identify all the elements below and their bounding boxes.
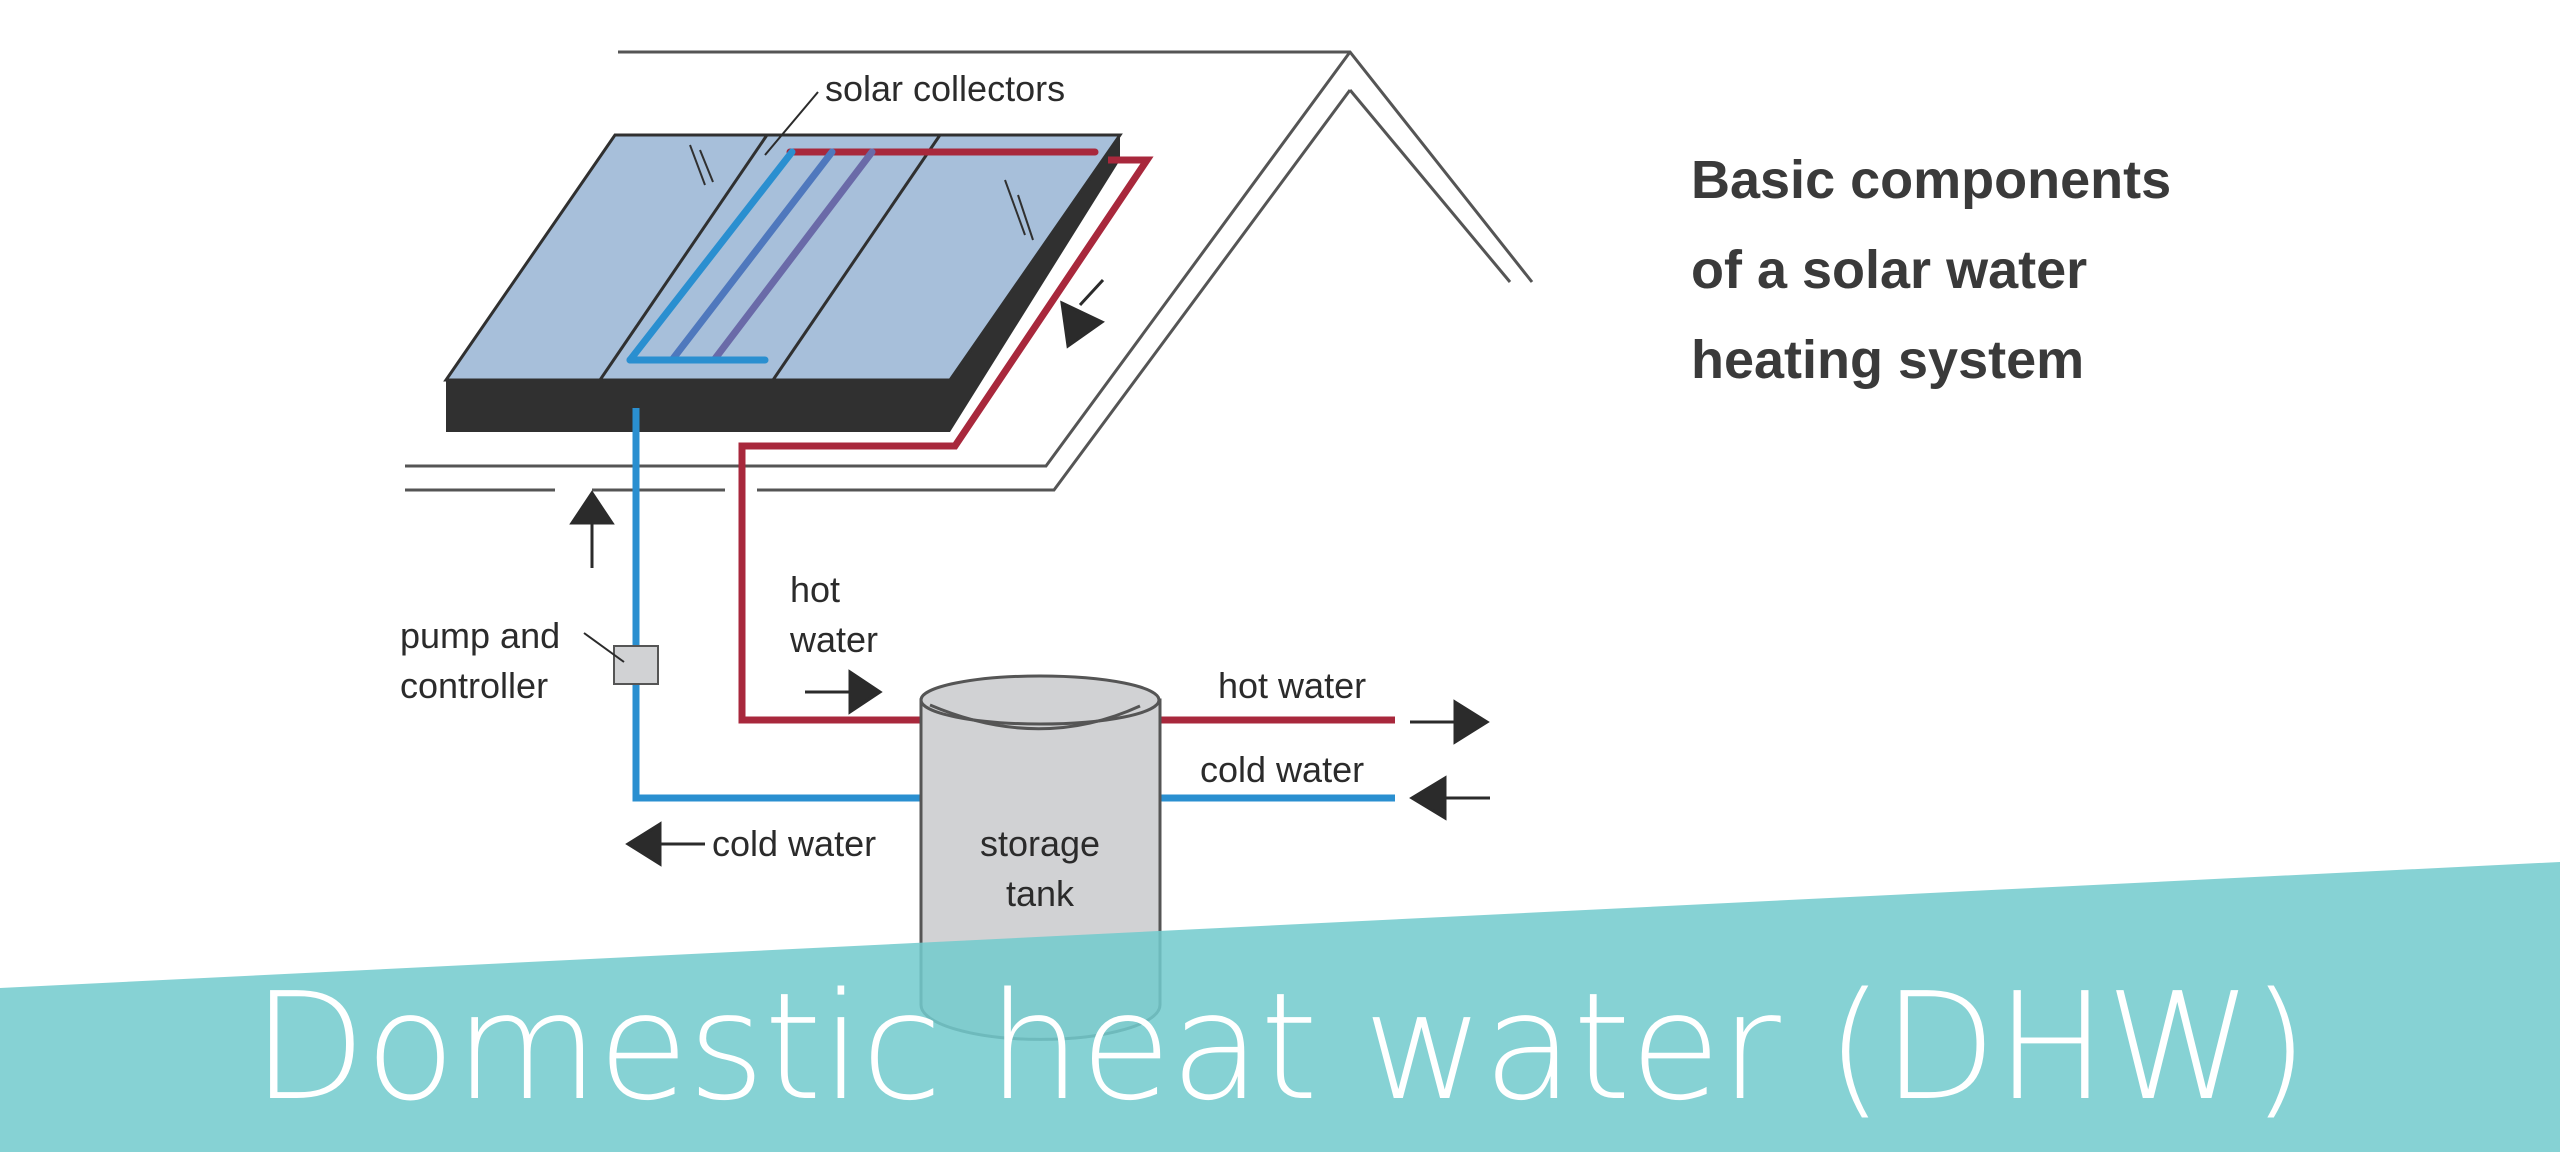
collector-riser-1 (626, 148, 796, 364)
arrow-cold-return-head (625, 821, 662, 867)
flow-arrows (569, 278, 1490, 867)
tank-top (919, 674, 1161, 726)
label-hot-water-out: hot water (1218, 665, 1366, 706)
collector-divider-1 (598, 134, 769, 381)
heading-line-2: of a solar water (1691, 240, 2087, 300)
arrow-hot-in-head (848, 669, 883, 715)
pump-controller-box (613, 645, 659, 685)
label-solar-collectors: solar collectors (825, 68, 1065, 109)
tank-top-rim (929, 703, 1141, 731)
cold-water-pipe (632, 408, 920, 802)
collector-riser-2 (668, 148, 836, 364)
arrow-hot-out-head (1453, 699, 1490, 745)
label-hot-pipe-line1: hot (790, 569, 840, 610)
solar-collectors-leader (764, 91, 819, 156)
arrow-hot-down-head (1060, 300, 1105, 349)
arrow-cold-up-head (569, 490, 615, 525)
banner-title: Domestic heat water (DHW) (252, 961, 2308, 1133)
arrow-hot-down-line (1078, 278, 1105, 307)
heading-line-1: Basic components (1691, 150, 2171, 210)
roof-slope-inner (757, 89, 1352, 492)
collector-glass (443, 133, 1123, 382)
label-tank-line1: storage (980, 823, 1100, 864)
label-hot-pipe-line2: water (789, 619, 878, 660)
glare-2 (699, 149, 714, 183)
roof-slope-outer (405, 51, 1352, 468)
hot-water-pipe (738, 156, 1154, 724)
pump-leader-line (583, 632, 625, 663)
roof-ridge-inner (1348, 89, 1512, 283)
label-pump-line1: pump and (400, 615, 560, 656)
label-cold-water-return: cold water (712, 823, 876, 864)
collector-riser-3 (710, 148, 876, 364)
collector-pipes (626, 148, 1099, 364)
collector-frame-side (950, 136, 1120, 432)
collector-divider-2 (771, 134, 942, 381)
arrow-cold-in-head (1409, 775, 1447, 821)
label-tank-line2: tank (1006, 873, 1075, 914)
label-pump-line2: controller (400, 665, 548, 706)
heading-line-3: heating system (1691, 330, 2084, 390)
roof (405, 50, 1534, 492)
glare-4 (1017, 194, 1034, 241)
glare-3 (1004, 179, 1026, 236)
collector-frame-front (446, 380, 950, 432)
label-cold-water-in: cold water (1200, 749, 1364, 790)
solar-collector-panel (443, 133, 1123, 432)
title-banner (0, 862, 2560, 1152)
glare-1 (689, 144, 706, 186)
